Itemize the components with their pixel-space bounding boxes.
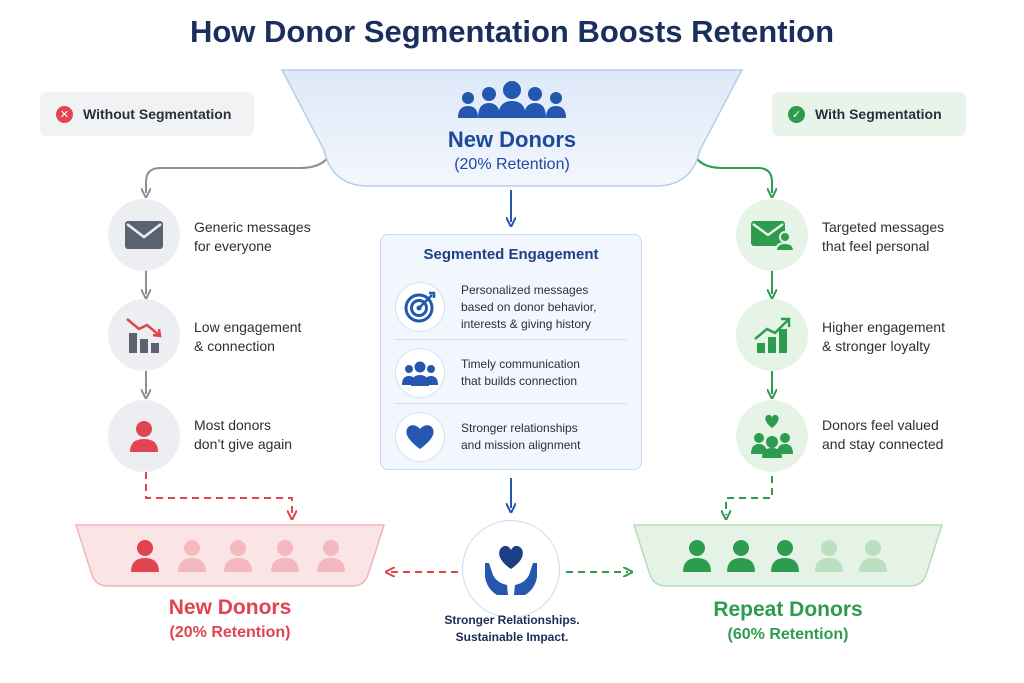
page-title: How Donor Segmentation Boosts Retention — [189, 14, 835, 49]
hands-holding-heart-icon — [462, 520, 560, 618]
panel-row-relationships: Stronger relationships and mission align… — [395, 407, 627, 467]
arrow-funnel-to-left — [146, 149, 333, 193]
right-donor-row — [680, 538, 890, 574]
declining-chart-icon — [108, 299, 180, 371]
bottom-left-title: New Donors — [168, 596, 292, 619]
top-funnel-title: New Donors — [447, 127, 577, 152]
personal-envelope-icon — [736, 199, 808, 271]
badge-label: With Segmentation — [815, 106, 942, 122]
with-step-2-text: Higher engagement& stronger loyalty — [822, 319, 945, 354]
left-donor-row — [128, 538, 348, 574]
panel-row-timely: Timely communication that builds connect… — [395, 343, 627, 403]
check-mark-icon: ✓ — [788, 105, 805, 123]
bottom-left-subtitle: (20% Retention) — [169, 624, 291, 641]
without-segmentation-badge: ✕ Without Segmentation — [40, 92, 254, 136]
panel-divider — [395, 339, 627, 340]
donor-group-icon — [454, 80, 570, 120]
retained-donor-icon — [683, 540, 711, 572]
rising-chart-icon — [736, 299, 808, 371]
segmented-engagement-panel: Segmented Engagement Personalized messag… — [380, 234, 642, 470]
panel-row-text: Personalized messages based on donor beh… — [461, 282, 597, 331]
x-mark-icon: ✕ — [56, 105, 73, 123]
retained-donor-icon — [727, 540, 755, 572]
retained-donor-icon — [131, 540, 159, 572]
with-segmentation-badge: ✓ With Segmentation — [772, 92, 966, 136]
without-step-2-text: Low engagement& connection — [194, 319, 302, 354]
person-icon — [108, 400, 180, 472]
retained-donor-icon — [771, 540, 799, 572]
lapsed-donor-icon — [317, 540, 345, 572]
group-with-heart-icon — [736, 400, 808, 472]
center-caption: Stronger Relationships. Sustainable Impa… — [444, 613, 580, 644]
lapsed-donor-icon — [815, 540, 843, 572]
arrow-funnel-to-right — [691, 149, 772, 193]
bottom-right-subtitle: (60% Retention) — [727, 626, 849, 643]
envelope-icon — [108, 199, 180, 271]
badge-label: Without Segmentation — [83, 106, 232, 122]
lapsed-donor-icon — [859, 540, 887, 572]
heart-icon — [395, 412, 445, 462]
top-funnel-shape — [280, 69, 744, 187]
panel-title: Segmented Engagement — [423, 246, 599, 263]
arrow-right-to-bottom — [726, 476, 773, 515]
panel-divider — [395, 403, 627, 404]
group-icon — [395, 348, 445, 398]
top-funnel-subtitle: (20% Retention) — [454, 156, 570, 173]
lapsed-donor-icon — [270, 540, 299, 572]
panel-row-text: Stronger relationships and mission align… — [461, 421, 581, 452]
lapsed-donor-icon — [177, 540, 206, 572]
bottom-right-title: Repeat Donors — [713, 598, 863, 621]
arrow-left-to-bottom — [145, 472, 292, 515]
target-icon — [395, 282, 445, 332]
lapsed-donor-icon — [224, 540, 252, 572]
panel-row-personalized: Personalized messages based on donor beh… — [395, 277, 627, 337]
panel-row-text: Timely communication that builds connect… — [461, 357, 580, 388]
